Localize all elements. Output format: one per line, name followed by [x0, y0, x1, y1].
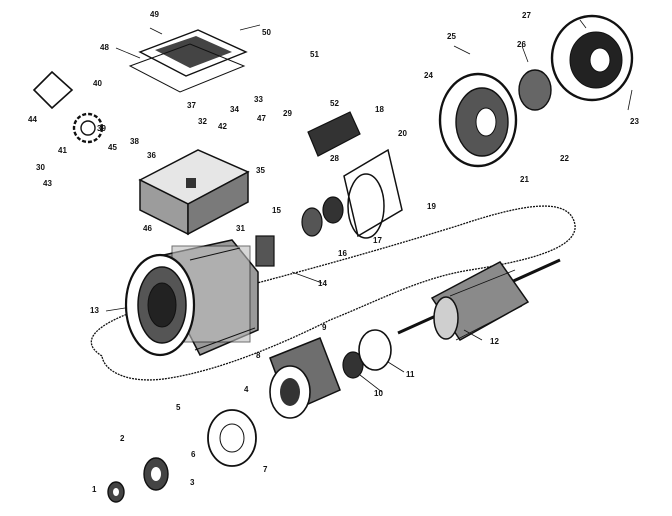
callout-4: 4: [244, 385, 249, 394]
bearing-pulley: [143, 457, 169, 491]
callout-46: 46: [143, 224, 152, 233]
bracket-diamond: [32, 70, 74, 110]
fan-shroud: [550, 14, 634, 102]
callout-37: 37: [187, 101, 196, 110]
callout-50: 50: [262, 28, 271, 37]
callout-16: 16: [338, 249, 347, 258]
callout-32: 32: [198, 117, 207, 126]
rotor-shaft: [397, 258, 561, 341]
callout-23: 23: [630, 117, 639, 126]
callout-8: 8: [256, 351, 261, 360]
callout-35: 35: [256, 166, 265, 175]
callout-45: 45: [108, 143, 117, 152]
coil-spring: [72, 112, 104, 144]
callout-43: 43: [43, 179, 52, 188]
cooling-fan: [438, 72, 518, 168]
motor-frame: [124, 239, 259, 357]
capacitor-52: [307, 111, 361, 157]
callout-33: 33: [254, 95, 263, 104]
callout-27: 27: [522, 11, 531, 20]
callout-40: 40: [93, 79, 102, 88]
callout-10: 10: [374, 389, 383, 398]
bearing-small: [107, 481, 125, 503]
callout-17: 17: [373, 236, 382, 245]
hub-26: [518, 69, 552, 111]
callout-labels: 1 2 3 4 5 6 7 8 9 10 11 12 13 14 15 16 1…: [28, 10, 639, 494]
end-cover: [207, 409, 257, 467]
callout-48: 48: [100, 43, 109, 52]
stator: [269, 337, 341, 419]
callout-3: 3: [190, 478, 195, 487]
callout-49: 49: [150, 10, 159, 19]
callout-36: 36: [147, 151, 156, 160]
terminal-box: [138, 149, 250, 236]
callout-44: 44: [28, 115, 37, 124]
callout-38: 38: [130, 137, 139, 146]
callout-41: 41: [58, 146, 67, 155]
end-bell: [343, 148, 403, 239]
callout-22: 22: [560, 154, 569, 163]
terminal-plate-14: [255, 235, 275, 267]
callout-25: 25: [447, 32, 456, 41]
callout-14: 14: [318, 279, 327, 288]
bearing-disc-11: [358, 329, 392, 371]
callout-47: 47: [257, 114, 266, 123]
callout-26: 26: [517, 40, 526, 49]
callout-13: 13: [90, 306, 99, 315]
callout-52: 52: [330, 99, 339, 108]
callout-20: 20: [398, 129, 407, 138]
callout-29: 29: [283, 109, 292, 118]
callout-5: 5: [176, 403, 181, 412]
callout-51: 51: [310, 50, 319, 59]
callout-24: 24: [424, 71, 433, 80]
bearing-16: [301, 207, 323, 237]
callout-7: 7: [263, 465, 268, 474]
callout-42: 42: [218, 122, 227, 131]
callout-18: 18: [375, 105, 384, 114]
callout-9: 9: [322, 323, 327, 332]
callout-39: 39: [97, 124, 106, 133]
callout-2: 2: [120, 434, 125, 443]
callout-34: 34: [230, 105, 239, 114]
callout-30: 30: [36, 163, 45, 172]
top-plate: [128, 29, 248, 93]
leader-lines: [105, 19, 633, 393]
callout-6: 6: [191, 450, 196, 459]
callout-15: 15: [272, 206, 281, 215]
callout-12: 12: [490, 337, 499, 346]
callout-28: 28: [330, 154, 339, 163]
bearing-10: [342, 351, 364, 379]
callout-19: 19: [427, 202, 436, 211]
callout-31: 31: [236, 224, 245, 233]
callout-1: 1: [92, 485, 97, 494]
bearing-17: [322, 196, 344, 224]
callout-21: 21: [520, 175, 529, 184]
callout-11: 11: [406, 370, 415, 379]
